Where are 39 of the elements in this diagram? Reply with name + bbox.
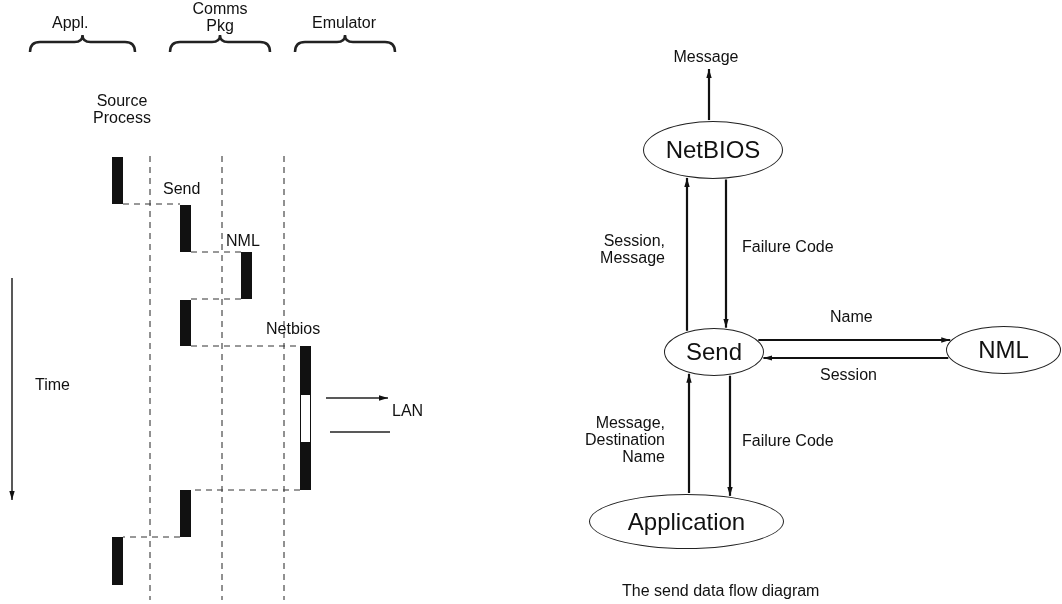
node-label: NetBIOS [665,137,761,163]
flow-label: Message [673,48,739,66]
column-label: Emulator [312,14,377,31]
process-label: Source Process [92,92,152,126]
column-label: Comms Pkg [191,0,249,34]
activation-bar [112,537,123,585]
process-label: Send [163,180,201,197]
arrow [763,355,949,361]
activation-bar [300,346,311,490]
network-label: LAN [392,402,424,419]
activation-bar [180,300,191,346]
edge-label: Failure Code [742,432,834,449]
edge-label: Message, Destination Name [583,414,665,465]
activation-bar [241,252,252,299]
arrow [686,373,692,493]
activation-bar [112,157,123,204]
activation-bar [180,205,191,252]
arrow [706,69,712,121]
message-line [190,298,242,300]
node-label: Application [627,508,746,535]
column-label: Appl. [52,14,90,31]
arrow [723,179,729,328]
edge-label: Session, Message [599,232,665,266]
node-label: NML [978,337,1029,363]
axis-label: Time [35,376,70,393]
process-label: Netbios [266,320,321,337]
edge-label: Name [830,308,873,325]
edge-label: Failure Code [742,238,834,255]
arrow [758,337,951,343]
edge-label: Session [820,366,877,383]
process-label: NML [226,232,260,249]
arrow [684,177,690,331]
caption: The send data flow diagram [622,582,820,599]
message-line [122,203,181,205]
message-line [190,251,242,253]
node-label: Send [685,339,743,365]
activation-bar [180,490,191,537]
message-line [122,536,181,538]
arrow [727,375,733,496]
